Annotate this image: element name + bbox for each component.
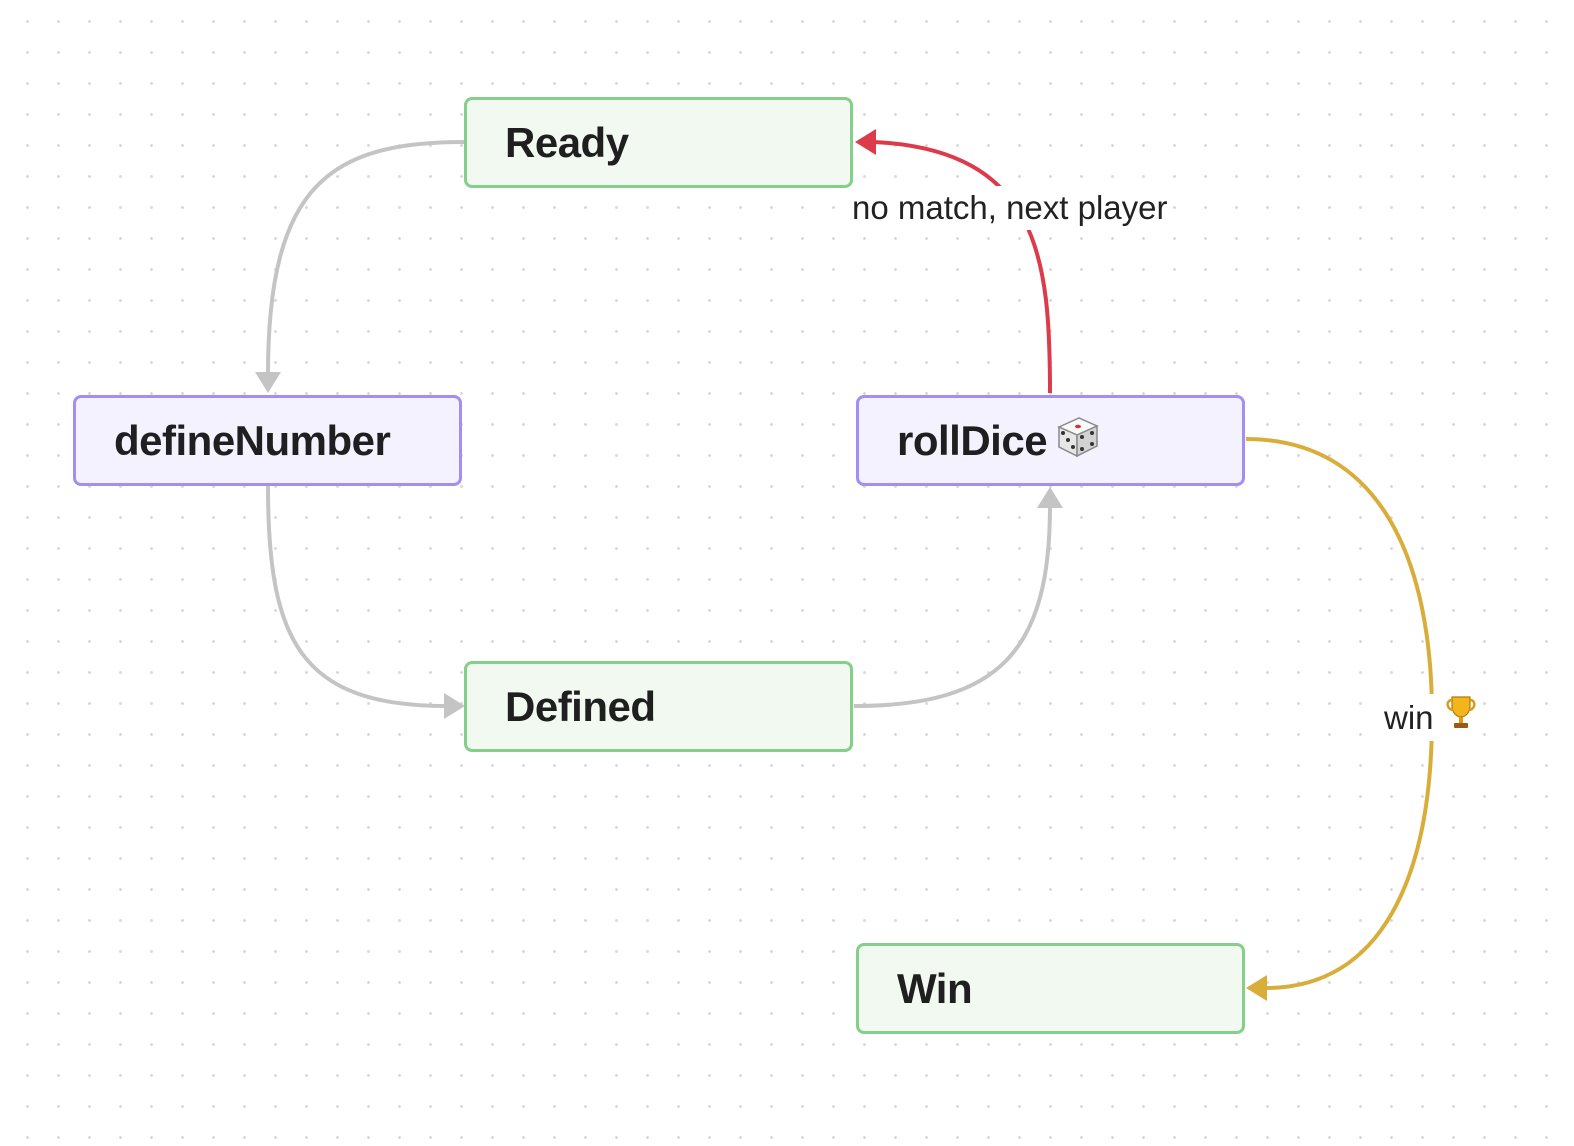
arrowhead-rolldice bbox=[1037, 487, 1063, 508]
edge-label-no-match-text: no match, next player bbox=[852, 189, 1168, 226]
node-defined[interactable]: Defined bbox=[464, 661, 853, 752]
edge-ready-to-definenumber bbox=[266, 140, 465, 375]
node-rolldice[interactable]: rollDice bbox=[856, 395, 1245, 486]
node-rolldice-label: rollDice bbox=[897, 416, 1048, 464]
node-definenumber[interactable]: defineNumber bbox=[73, 395, 462, 486]
arrowhead-win bbox=[1246, 975, 1267, 1001]
dice-icon bbox=[1055, 413, 1101, 469]
node-win[interactable]: Win bbox=[856, 943, 1245, 1034]
node-win-label: Win bbox=[897, 964, 973, 1012]
arrowhead-defined bbox=[444, 693, 465, 719]
edge-defined-to-rolldice bbox=[853, 505, 1052, 708]
arrowhead-definenumber bbox=[255, 372, 281, 393]
node-ready[interactable]: Ready bbox=[464, 97, 853, 188]
edge-label-win: win bbox=[1382, 694, 1480, 741]
trophy-icon bbox=[1444, 694, 1478, 741]
node-ready-label: Ready bbox=[505, 118, 629, 166]
arrowhead-ready bbox=[855, 129, 876, 155]
edge-label-no-match: no match, next player bbox=[850, 186, 1170, 230]
node-definenumber-label: defineNumber bbox=[114, 416, 391, 464]
edge-label-win-text: win bbox=[1384, 698, 1434, 736]
node-defined-label: Defined bbox=[505, 682, 656, 730]
edge-rolldice-to-ready bbox=[873, 140, 1052, 394]
edge-definenumber-to-defined bbox=[266, 485, 447, 708]
